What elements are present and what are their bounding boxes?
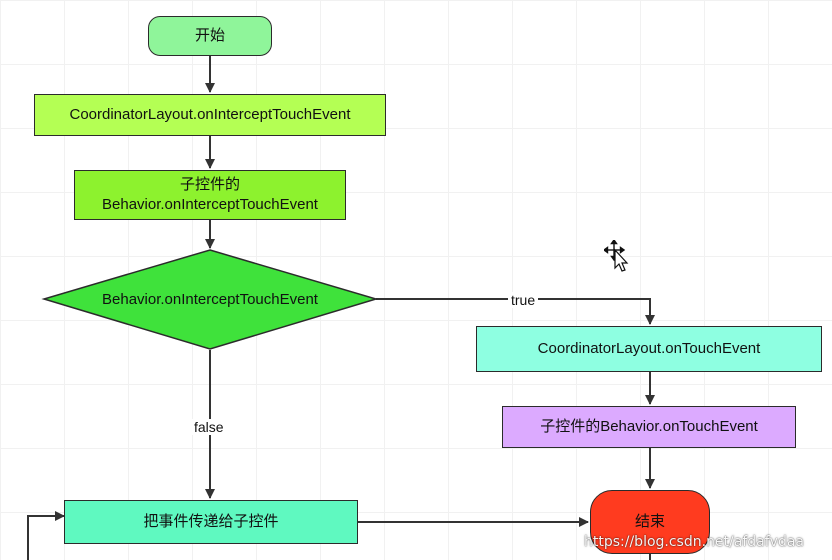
- false-label: false: [191, 419, 227, 435]
- child-intercept-node[interactable]: 子控件的 Behavior.onInterceptTouchEvent: [74, 170, 346, 220]
- dispatch-node[interactable]: 把事件传递给子控件: [64, 500, 358, 544]
- true-label: true: [508, 292, 539, 308]
- decision-label-box: Behavior.onInterceptTouchEvent: [60, 289, 360, 311]
- edge-loop-left: [27, 511, 65, 560]
- end-label: 结束: [634, 513, 665, 530]
- intercept-label: CoordinatorLayout.onInterceptTouchEvent: [69, 106, 351, 123]
- child-touch-node[interactable]: 子控件的Behavior.onTouchEvent: [502, 406, 796, 448]
- end-node[interactable]: 结束: [590, 490, 710, 554]
- watermark: https://blog.csdn.net/afdafvdaa: [584, 534, 804, 550]
- edge-decision-touch-true: [376, 298, 655, 325]
- child-touch-label: 子控件的Behavior.onTouchEvent: [540, 418, 758, 435]
- dispatch-label: 把事件传递给子控件: [143, 513, 279, 530]
- intercept-node[interactable]: CoordinatorLayout.onInterceptTouchEvent: [34, 94, 386, 136]
- move-cursor-icon: [604, 240, 629, 272]
- decision-diamond[interactable]: [41, 249, 379, 350]
- child-intercept-label-line2: Behavior.onInterceptTouchEvent: [102, 196, 318, 213]
- start-label: 开始: [194, 27, 225, 44]
- decision-label: Behavior.onInterceptTouchEvent: [102, 291, 318, 308]
- touch-label: CoordinatorLayout.onTouchEvent: [537, 340, 761, 357]
- child-intercept-label-line1: 子控件的: [179, 176, 240, 193]
- touch-node[interactable]: CoordinatorLayout.onTouchEvent: [476, 326, 822, 372]
- start-node[interactable]: 开始: [148, 16, 272, 56]
